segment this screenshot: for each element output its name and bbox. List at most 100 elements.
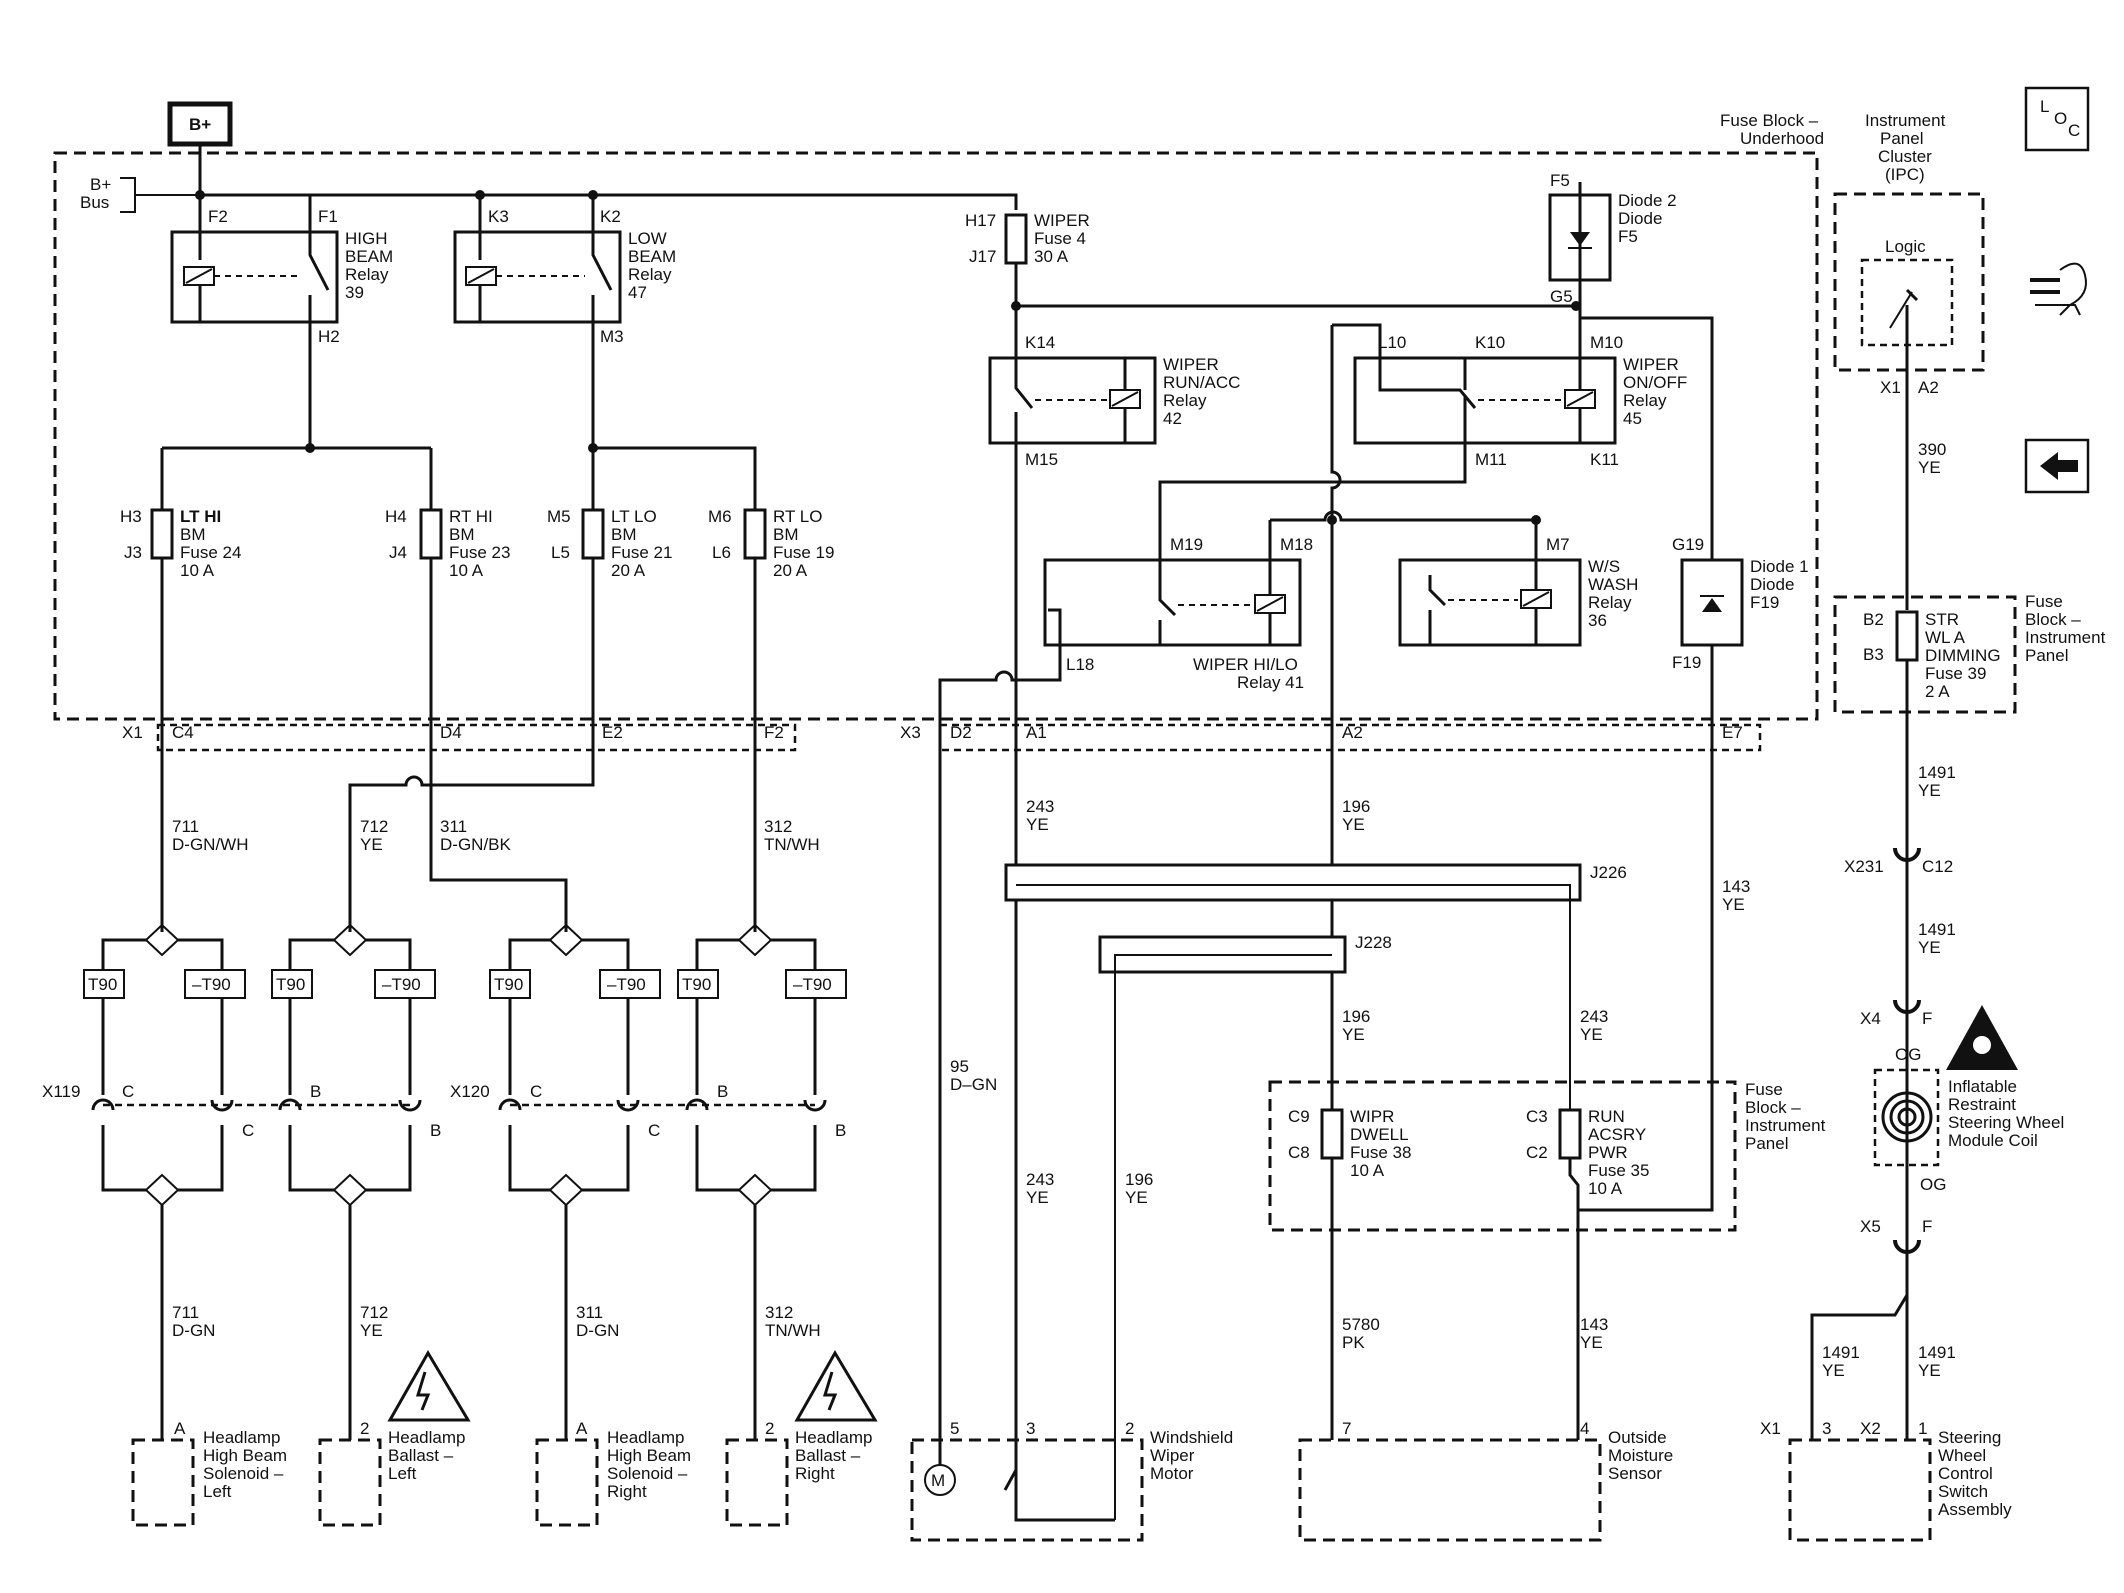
bplus-bus-label-1: B+ — [90, 175, 111, 194]
svg-text:Solenoid –: Solenoid – — [203, 1464, 284, 1483]
svg-text:Cluster: Cluster — [1878, 147, 1932, 166]
svg-text:711: 711 — [172, 817, 199, 836]
svg-text:390: 390 — [1918, 440, 1946, 459]
svg-text:Panel: Panel — [2025, 646, 2068, 665]
svg-text:1491: 1491 — [1918, 920, 1956, 939]
inflatable-restraint-coil — [1873, 1068, 1940, 1167]
svg-text:YE: YE — [1026, 1188, 1049, 1207]
fuse-block-ip-boundary-center — [1268, 1080, 1737, 1232]
svg-text:X1: X1 — [122, 723, 143, 742]
svg-text:E7: E7 — [1722, 723, 1743, 742]
loc-icon[interactable]: L O C — [2024, 86, 2090, 152]
svg-text:X4: X4 — [1860, 1009, 1881, 1028]
connector-x119 — [91, 1098, 422, 1112]
svg-text:F5: F5 — [1618, 227, 1638, 246]
svg-text:Relay 41: Relay 41 — [1237, 673, 1304, 692]
svg-text:W/S: W/S — [1588, 557, 1620, 576]
svg-text:J17: J17 — [969, 247, 996, 266]
svg-text:C9: C9 — [1288, 1107, 1310, 1126]
svg-text:243: 243 — [1026, 1170, 1054, 1189]
svg-text:D-GN/WH: D-GN/WH — [172, 835, 248, 854]
svg-text:M5: M5 — [547, 507, 571, 526]
svg-text:10 A: 10 A — [1588, 1179, 1623, 1198]
svg-text:243: 243 — [1580, 1007, 1608, 1026]
svg-text:J4: J4 — [389, 543, 407, 562]
esd-warning-icon-right — [794, 1350, 878, 1422]
svg-text:Logic: Logic — [1885, 237, 1926, 256]
svg-text:Diode 1: Diode 1 — [1750, 557, 1809, 576]
svg-text:Switch: Switch — [1938, 1482, 1988, 1501]
svg-text:F2: F2 — [764, 723, 784, 742]
svg-text:1491: 1491 — [1822, 1343, 1860, 1362]
outside-moisture-sensor — [1298, 1438, 1602, 1542]
svg-text:10 A: 10 A — [180, 561, 215, 580]
svg-text:B: B — [310, 1082, 321, 1101]
splice-j226 — [1004, 863, 1582, 902]
svg-text:H4: H4 — [385, 507, 407, 526]
svg-text:RT LO: RT LO — [773, 507, 822, 526]
svg-text:D-GN: D-GN — [576, 1321, 619, 1340]
svg-text:5780: 5780 — [1342, 1315, 1380, 1334]
fuse-38 — [1320, 1108, 1344, 1160]
svg-text:Instrument: Instrument — [1745, 1116, 1826, 1135]
svg-text:DWELL: DWELL — [1350, 1125, 1409, 1144]
t90-group-left-high: T90 –T90 — [83, 923, 246, 1440]
svg-text:PWR: PWR — [1588, 1143, 1628, 1162]
svg-text:T90: T90 — [494, 975, 523, 994]
fuse-23 — [419, 508, 443, 560]
high-beam-relay-label: HIGH — [345, 229, 388, 248]
svg-text:1491: 1491 — [1918, 763, 1956, 782]
svg-text:Relay: Relay — [1163, 391, 1207, 410]
svg-text:C: C — [2068, 121, 2080, 140]
svg-text:36: 36 — [1588, 611, 1607, 630]
back-arrow-icon[interactable] — [2024, 438, 2090, 494]
svg-text:143: 143 — [1722, 877, 1750, 896]
svg-text:Steering Wheel: Steering Wheel — [1948, 1113, 2064, 1132]
svg-text:X120: X120 — [450, 1082, 490, 1101]
svg-text:Instrument: Instrument — [2025, 628, 2106, 647]
svg-text:Fuse: Fuse — [1745, 1080, 1783, 1099]
svg-text:K11: K11 — [1590, 450, 1619, 469]
svg-text:X231: X231 — [1844, 857, 1884, 876]
svg-text:J3: J3 — [124, 543, 142, 562]
headlamp-high-beam-solenoid-right — [535, 1438, 599, 1527]
svg-text:1491: 1491 — [1918, 1343, 1956, 1362]
svg-text:196: 196 — [1125, 1170, 1153, 1189]
svg-text:H2: H2 — [318, 327, 340, 346]
svg-text:LT LO: LT LO — [611, 507, 657, 526]
svg-text:YE: YE — [1918, 781, 1941, 800]
svg-text:BEAM: BEAM — [345, 247, 393, 266]
wiper-hi-lo-relay — [1043, 558, 1302, 647]
svg-text:Fuse 38: Fuse 38 — [1350, 1143, 1411, 1162]
svg-text:YE: YE — [1342, 815, 1365, 834]
wiper-fuse-4 — [1004, 213, 1028, 265]
svg-text:Restraint: Restraint — [1948, 1095, 2016, 1114]
svg-text:Relay: Relay — [1588, 593, 1632, 612]
ipc-boundary — [1833, 192, 1985, 372]
bplus-label: B+ — [189, 115, 211, 134]
schematic-nav-icon[interactable] — [2030, 262, 2087, 316]
svg-text:Ballast –: Ballast – — [388, 1446, 454, 1465]
svg-text:K3: K3 — [488, 207, 509, 226]
low-beam-relay-label: LOW — [628, 229, 667, 248]
svg-text:BEAM: BEAM — [628, 247, 676, 266]
svg-text:O: O — [2054, 109, 2067, 128]
svg-text:–T90: –T90 — [192, 975, 231, 994]
svg-text:30 A: 30 A — [1034, 247, 1069, 266]
svg-text:BM: BM — [773, 525, 799, 544]
svg-text:712: 712 — [360, 1303, 388, 1322]
svg-text:YE: YE — [360, 835, 383, 854]
connector-x120 — [498, 1098, 827, 1112]
svg-text:–T90: –T90 — [607, 975, 646, 994]
svg-text:(IPC): (IPC) — [1885, 165, 1925, 184]
svg-text:J228: J228 — [1355, 933, 1392, 952]
svg-text:WL A: WL A — [1925, 628, 1966, 647]
svg-text:E2: E2 — [602, 723, 623, 742]
headlamp-ballast-left — [318, 1438, 382, 1527]
t90-group-right-high: T90 –T90 — [489, 923, 661, 1440]
svg-text:3: 3 — [1026, 1419, 1035, 1438]
svg-text:Panel: Panel — [1745, 1134, 1788, 1153]
svg-text:F5: F5 — [1550, 171, 1570, 190]
svg-text:WIPER: WIPER — [1034, 211, 1090, 230]
svg-text:L5: L5 — [551, 543, 570, 562]
